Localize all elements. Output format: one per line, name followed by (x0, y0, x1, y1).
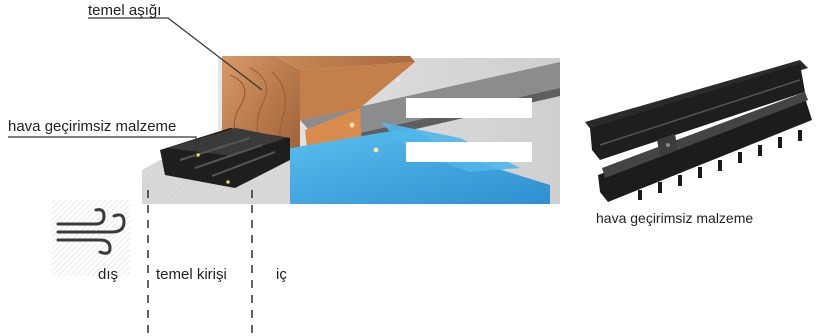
label-outside: dış (98, 266, 118, 283)
label-airtight-material-left: hava geçirimsiz malzeme (8, 118, 176, 135)
white-bar-top (406, 98, 532, 118)
label-airtight-material-right: hava geçirimsiz malzeme (596, 210, 753, 226)
airtight-gasket-right-photo (585, 60, 812, 202)
wind-icon (52, 200, 130, 276)
zone-boundaries (148, 190, 252, 336)
white-bar-bottom (406, 142, 532, 162)
label-inside: iç (276, 266, 287, 283)
label-sill-plate: temel aşığı (88, 2, 161, 19)
label-foundation-beam: temel kirişi (156, 266, 227, 283)
